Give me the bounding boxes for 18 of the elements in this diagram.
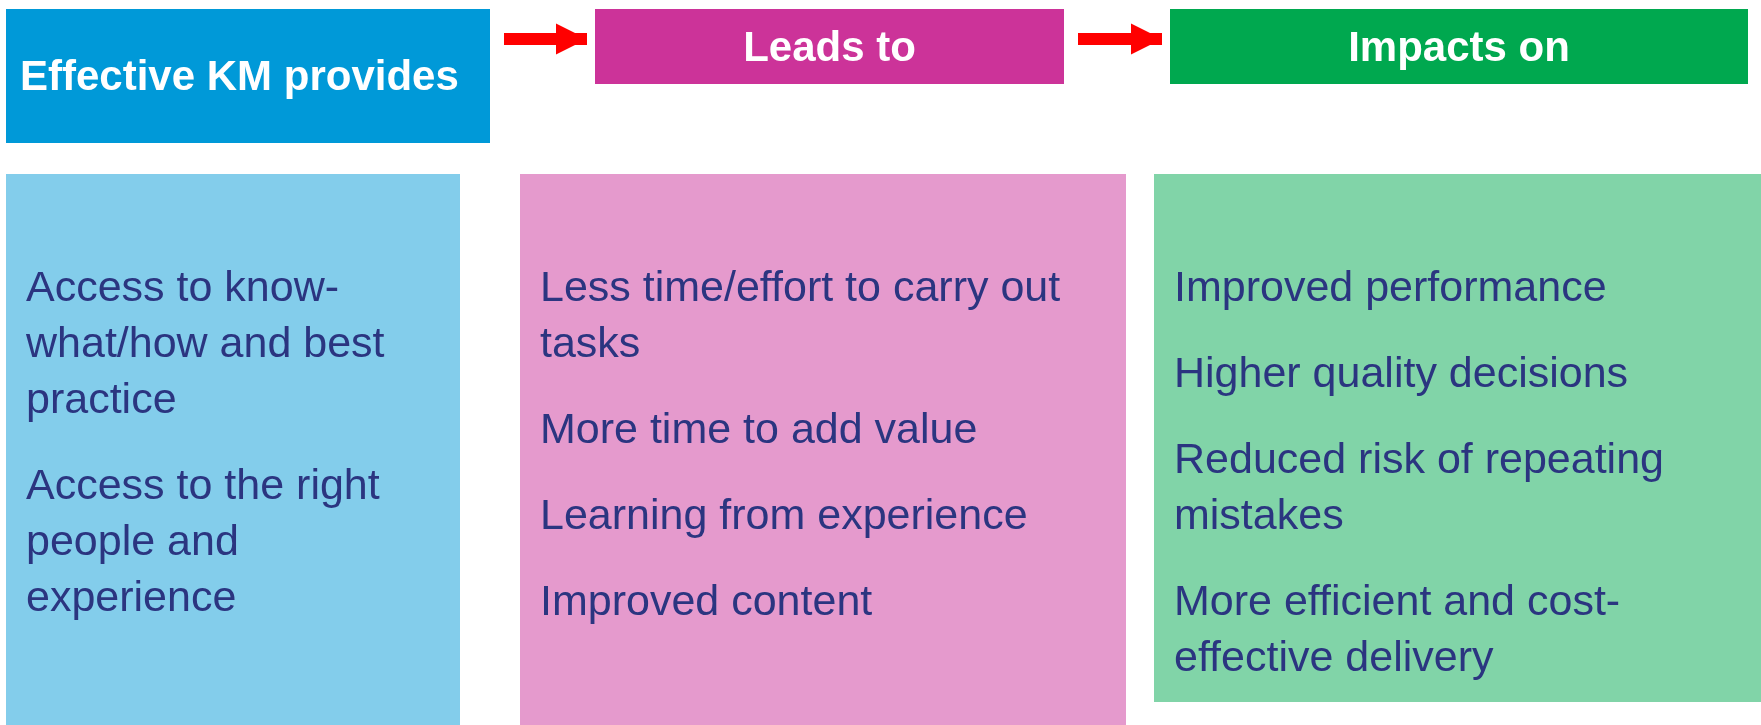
- header-box: Impacts on: [1170, 9, 1748, 84]
- bullet-text: Access to the right people and experience: [26, 459, 381, 622]
- bullet-text: Improved performance: [1174, 261, 1608, 312]
- bullet-text: More time to add value: [540, 403, 979, 454]
- bullet-text: More efficient and cost-effective delivery: [1174, 575, 1622, 682]
- bullet-text: Less time/effort to carry out tasks: [540, 261, 1062, 368]
- arrow: [1078, 23, 1162, 55]
- content-panel: [6, 174, 460, 725]
- bullet-text: Learning from experience: [540, 489, 1029, 540]
- header-box: Leads to: [595, 9, 1064, 84]
- bullet-text: Reduced risk of repeating mistakes: [1174, 433, 1665, 540]
- content-panel: [1154, 174, 1761, 702]
- bullet-text: Higher quality decisions: [1174, 347, 1630, 398]
- header-box: Effective KM provides: [6, 9, 490, 143]
- bullet-text: Improved content: [540, 575, 874, 626]
- arrow: [504, 23, 587, 55]
- bullet-text: Access to know-what/how and best practice: [26, 261, 386, 424]
- content-panel: [520, 174, 1126, 725]
